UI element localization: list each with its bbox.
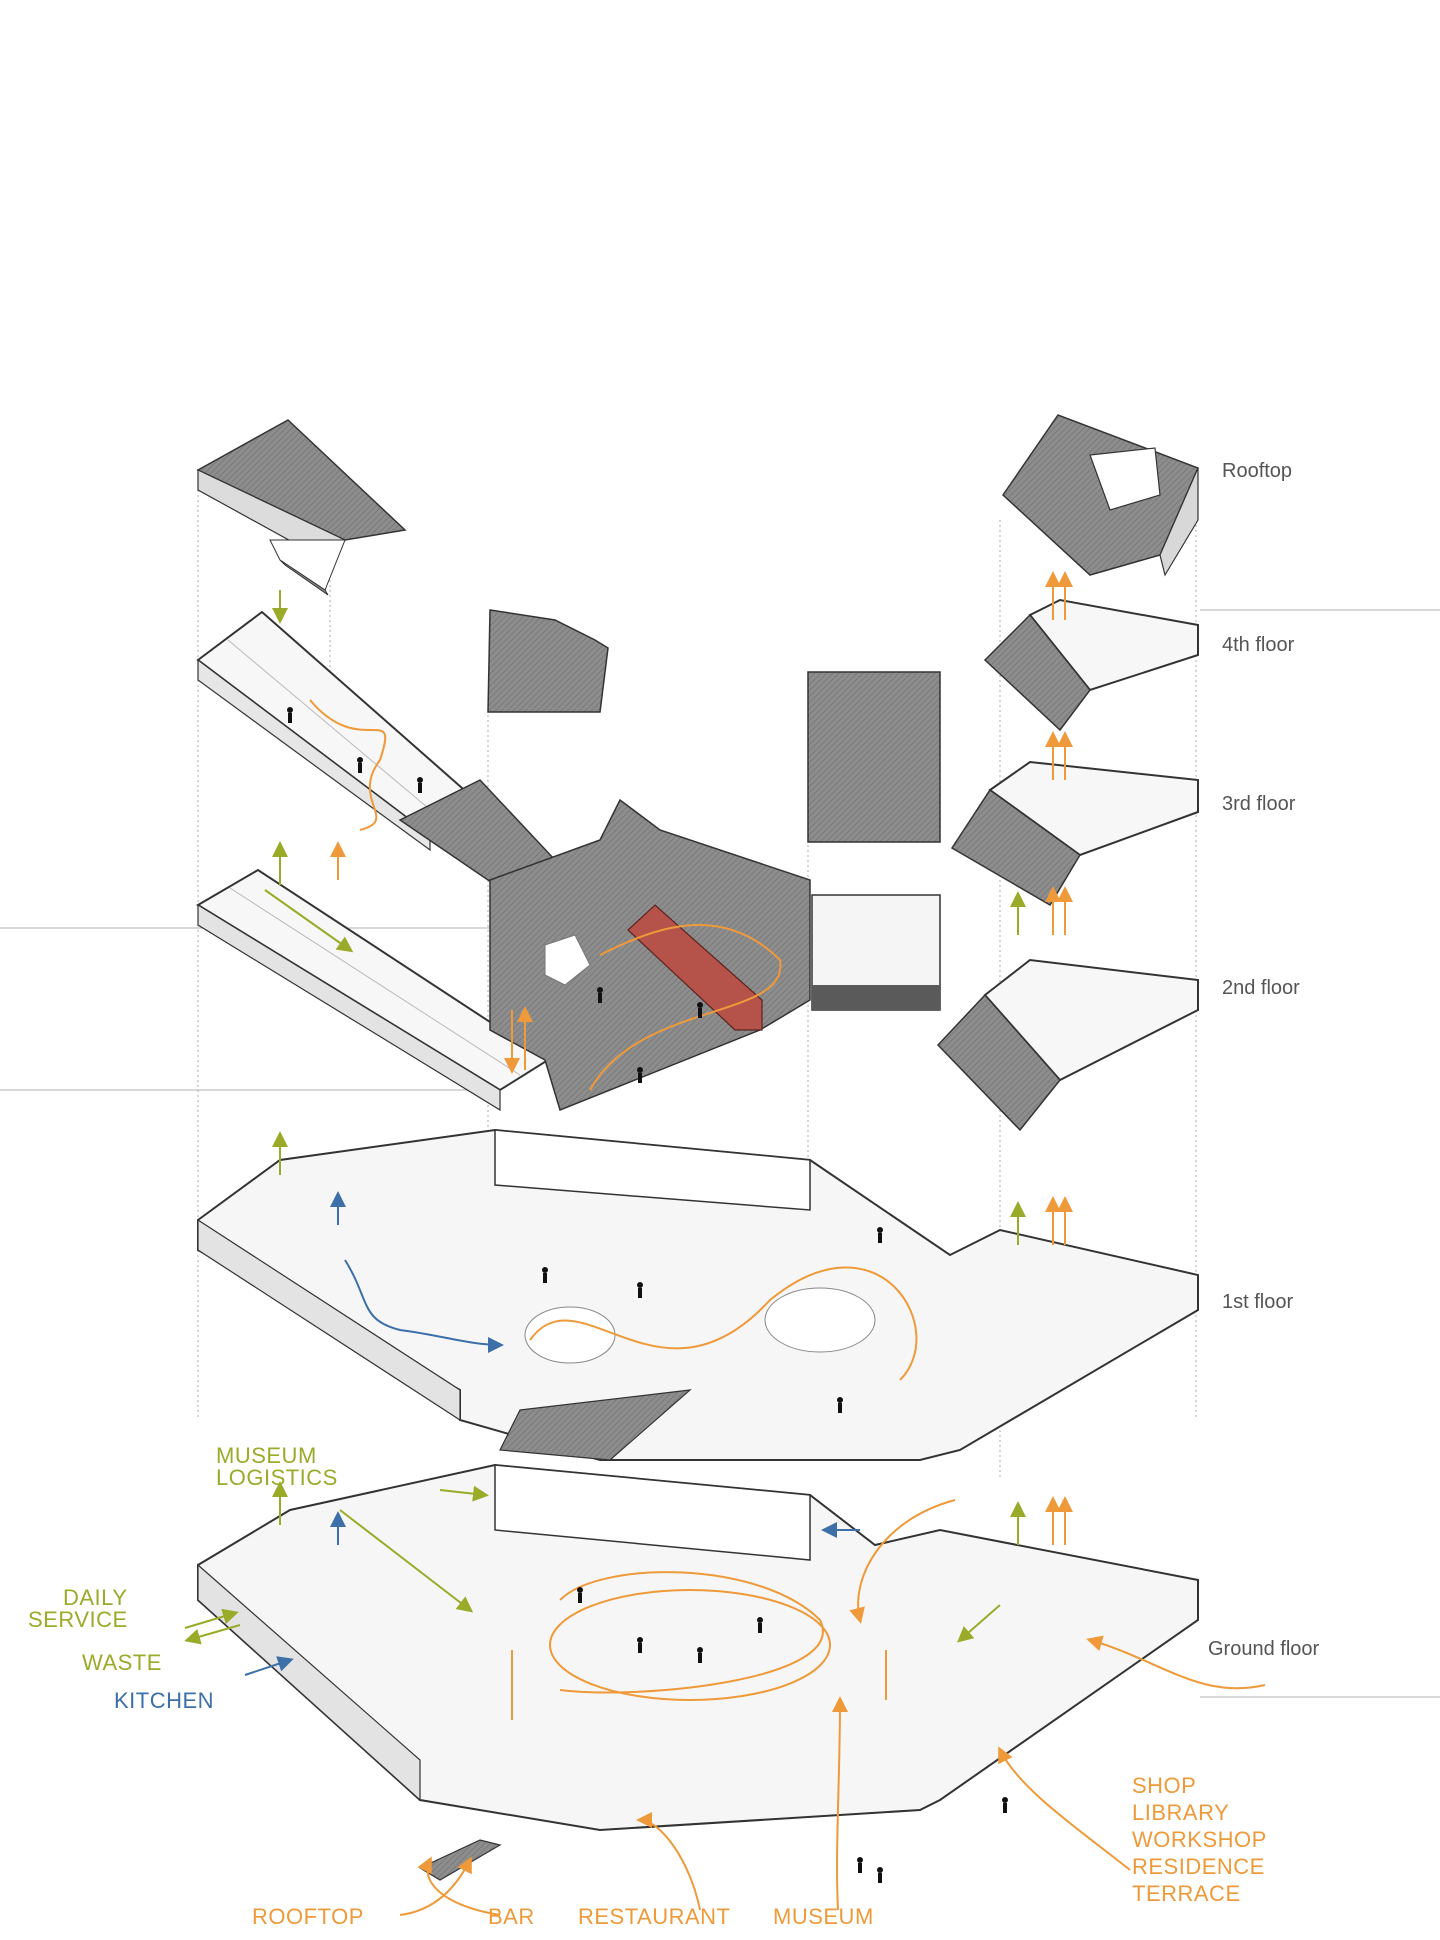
right-wing-3rd-floor [950, 760, 1199, 907]
label-right-group: SHOP LIBRARY WORKSHOP RESIDENCE TERRACE [1132, 1772, 1267, 1907]
rooftop-right-roof [1002, 414, 1200, 577]
label-workshop: WORKSHOP [1132, 1827, 1267, 1852]
floor-label-1st: 1st floor [1222, 1291, 1294, 1313]
central-roof-pieces [487, 609, 941, 843]
floor-label-ground: Ground floor [1208, 1638, 1320, 1660]
label-museum-logistics: MUSEUM LOGISTICS [216, 1445, 338, 1489]
floor-label-rooftop: Rooftop [1222, 460, 1293, 482]
first-floor-plan [197, 1128, 1199, 1461]
label-library: LIBRARY [1132, 1800, 1230, 1825]
label-bar: BAR [488, 1904, 535, 1929]
people-figures [287, 707, 1008, 1883]
label-rooftop: ROOFTOP [252, 1904, 364, 1929]
label-restaurant: RESTAURANT [578, 1904, 731, 1929]
central-plaza-2nd-floor [489, 798, 941, 1112]
floor-label-2nd: 2nd floor [1222, 977, 1300, 999]
label-museum-logistics-line2: LOGISTICS [216, 1465, 338, 1490]
rooftop-left-roof [196, 419, 407, 596]
label-daily-service-line2: SERVICE [28, 1607, 128, 1632]
label-museum: MUSEUM [773, 1904, 874, 1929]
circulation-flows [184, 571, 1266, 1916]
label-daily-service: DAILY SERVICE [28, 1587, 128, 1631]
right-wing-2nd-floor [936, 958, 1199, 1132]
label-residence: RESIDENCE [1132, 1854, 1265, 1879]
floor-label-4th: 4th floor [1222, 634, 1295, 656]
right-wing-4th-floor [983, 598, 1199, 732]
label-daily-service-line1: DAILY [63, 1585, 128, 1610]
label-museum-logistics-line1: MUSEUM [216, 1443, 317, 1468]
label-kitchen: KITCHEN [114, 1688, 215, 1713]
ground-floor-plan [197, 1463, 1199, 1881]
label-terrace: TERRACE [1132, 1881, 1241, 1906]
label-shop: SHOP [1132, 1773, 1197, 1798]
floor-label-3rd: 3rd floor [1222, 793, 1296, 815]
label-waste: WASTE [82, 1650, 162, 1675]
